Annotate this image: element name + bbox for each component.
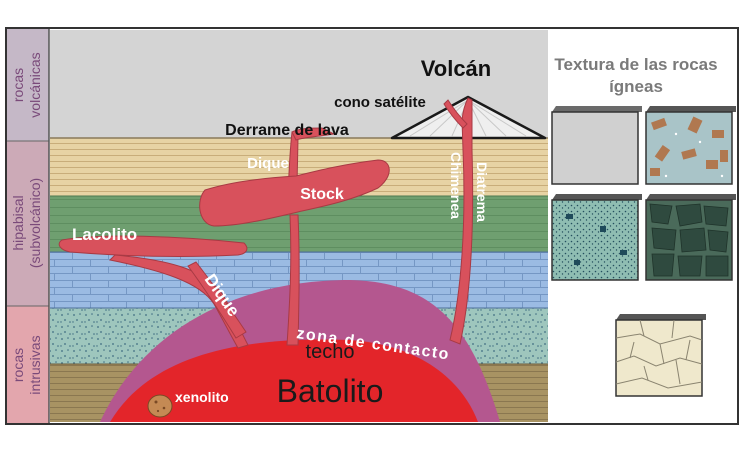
main-feeder-dike xyxy=(286,214,300,346)
batholith xyxy=(110,339,478,422)
zone-hypabyssal xyxy=(7,141,49,306)
zone-intrusive xyxy=(7,306,49,423)
volcanic-chimney xyxy=(449,97,474,345)
zone-volcanic-label-1: rocas xyxy=(10,68,26,102)
label-diatrema: Diatrema xyxy=(474,162,490,222)
texture-coarse-dark xyxy=(645,194,736,281)
zone-intrusive-label-2: intrusivas xyxy=(27,335,43,394)
stock xyxy=(199,159,390,227)
xenolith xyxy=(147,394,173,418)
label-derrame: Derrame de lava xyxy=(225,122,349,139)
geologic-section: Derrame de lava Dique Stock Lacolito Diq… xyxy=(50,30,548,422)
magma-intrusions xyxy=(58,97,474,349)
zone-hypabyssal-label-2: (subvolcánico) xyxy=(27,178,43,268)
lower-dike xyxy=(187,261,247,339)
texture-panel: Textura de las rocas ígneas xyxy=(551,55,736,397)
label-lacolito: Lacolito xyxy=(72,225,137,244)
zone-volcanic-label-2: volcánicas xyxy=(27,52,43,117)
laccolith xyxy=(58,235,248,257)
satellite-branch xyxy=(443,99,468,129)
label-batolito: Batolito xyxy=(277,373,384,409)
zone-bar: rocas volcánicas hipabisal (subvolcánico… xyxy=(7,29,50,423)
texture-title-2: ígneas xyxy=(609,77,663,96)
texture-aphanitic xyxy=(551,106,642,185)
label-cono-satelite: cono satélite xyxy=(334,94,426,111)
label-techo: techo xyxy=(306,341,355,363)
label-chimenea: Chimenea xyxy=(448,152,464,219)
label-xenolito: xenolito xyxy=(175,389,229,405)
label-dique-top: Dique xyxy=(247,155,289,172)
zone-intrusive-label-1: rocas xyxy=(10,348,26,382)
label-stock: Stock xyxy=(300,186,344,203)
texture-title-1: Textura de las rocas xyxy=(554,55,717,74)
texture-phaneritic-light xyxy=(615,314,706,397)
lava-flow xyxy=(291,127,336,141)
zone-hypabyssal-label-1: hipabisal xyxy=(10,195,26,250)
zone-volcanic xyxy=(7,29,49,141)
texture-porphyritic xyxy=(645,106,736,185)
label-volcan: Volcán xyxy=(421,56,492,81)
texture-fine-grained xyxy=(551,194,642,281)
